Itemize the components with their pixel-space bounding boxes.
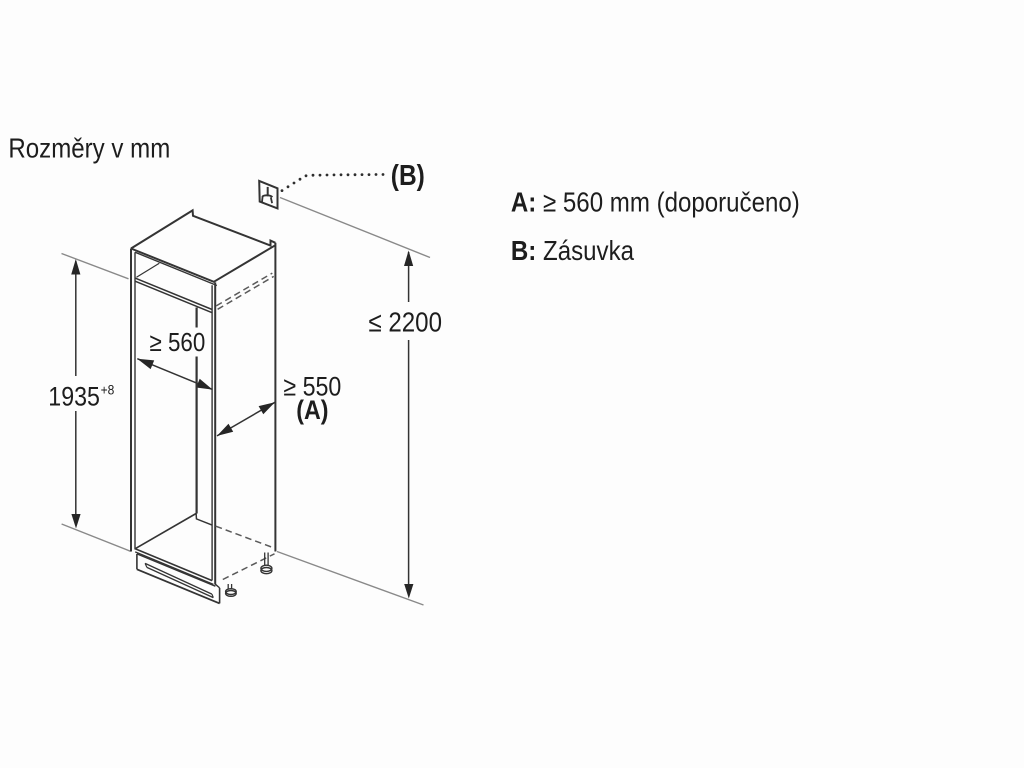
svg-text:A: ≥ 560 mm (doporučeno): A: ≥ 560 mm (doporučeno)	[511, 186, 800, 218]
svg-text:1935: 1935	[48, 382, 100, 412]
svg-text:Rozměry v mm: Rozměry v mm	[8, 132, 170, 164]
svg-text:≤ 2200: ≤ 2200	[369, 306, 442, 338]
svg-text:+8: +8	[101, 382, 115, 398]
svg-text:(A): (A)	[296, 395, 328, 425]
svg-text:(B): (B)	[391, 159, 425, 191]
svg-text:≥ 560: ≥ 560	[150, 328, 206, 357]
svg-text:B: Zásuvka: B: Zásuvka	[511, 234, 635, 266]
svg-text:≥ 550: ≥ 550	[283, 372, 341, 402]
